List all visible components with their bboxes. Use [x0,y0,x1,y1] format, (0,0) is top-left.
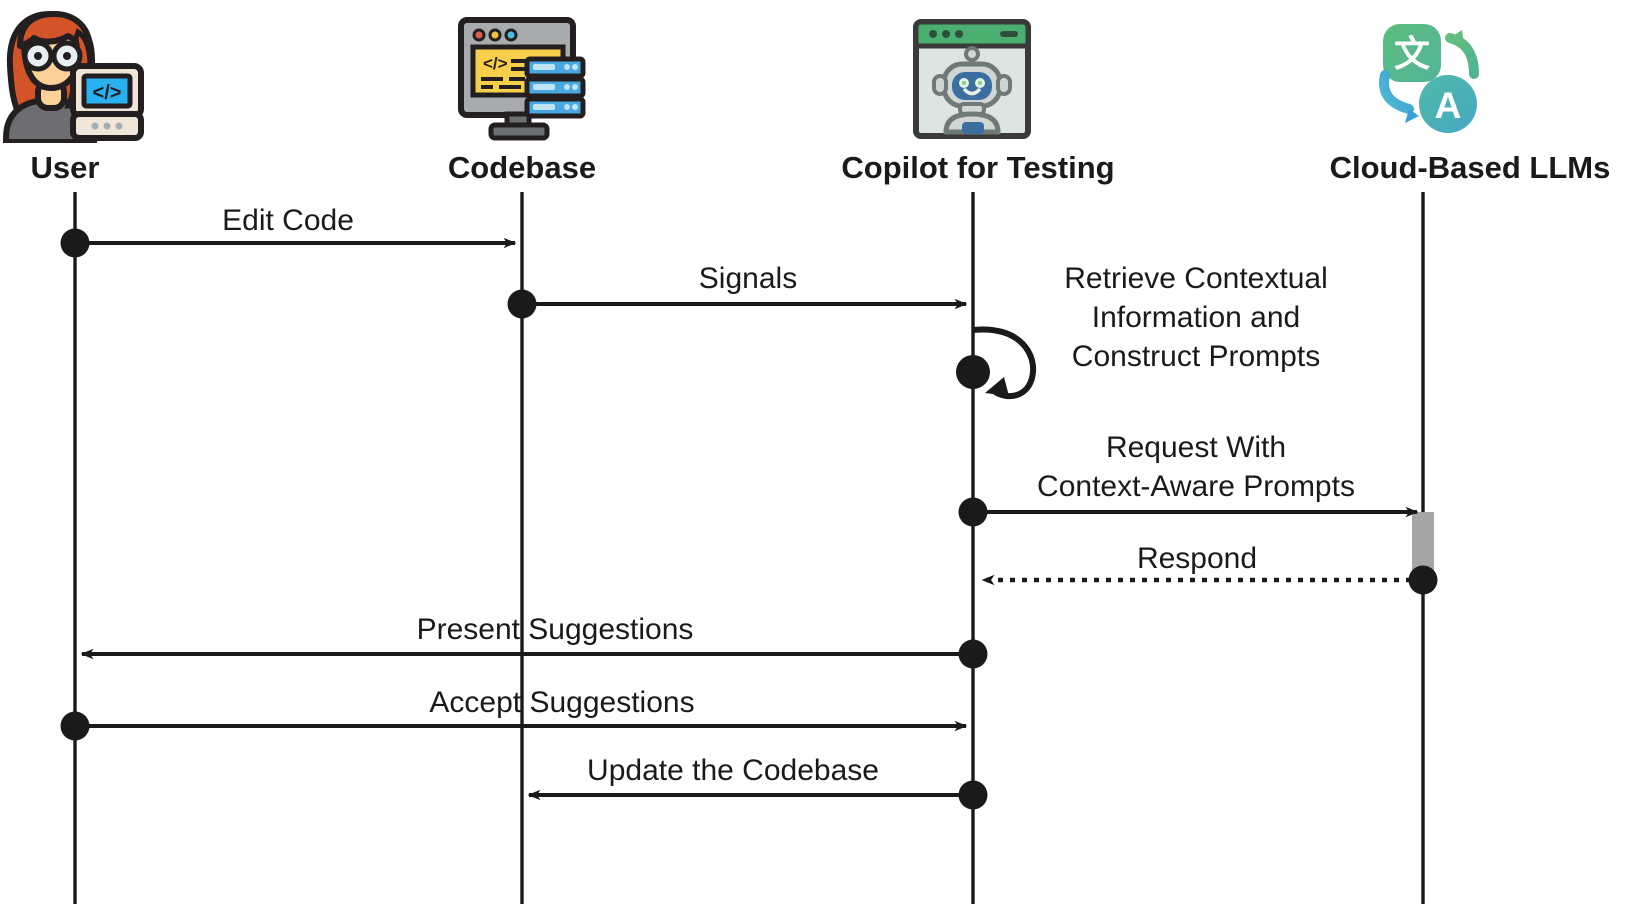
message-label-request-prompts-line2: Context-Aware Prompts [1037,470,1355,503]
svg-text:文: 文 [1394,34,1430,75]
message-label-present-suggestions: Present Suggestions [417,613,694,646]
message-origin-dot [958,497,988,527]
message-origin-dot [507,289,537,319]
developer-avatar-icon: </> [0,8,150,145]
participant-label-copilot: Copilot for Testing [841,150,1114,185]
message-origin-dot [958,780,988,810]
activation-bar-llms [1412,512,1434,582]
robot-browser-icon [912,18,1032,140]
svg-text:A: A [1435,85,1462,126]
translate-cycle-icon: 文 A [1355,12,1487,142]
participant-label-codebase: Codebase [448,150,596,185]
message-label-retrieve-context-line2: Information and [1092,301,1300,334]
message-origin-dot [60,228,90,258]
svg-text:</>: </> [483,54,508,73]
message-label-accept-suggestions: Accept Suggestions [429,686,694,719]
participant-label-llms: Cloud-Based LLMs [1330,150,1611,185]
code-monitor-server-icon: </> [455,15,590,143]
message-label-retrieve-context-line3: Construct Prompts [1072,340,1320,373]
message-origin-dot [956,355,990,389]
self-loop-arrowhead-icon [985,377,1009,396]
message-self-loop-retrieve-context [972,326,1037,400]
message-label-edit-code: Edit Code [222,204,354,237]
participant-label-user: User [31,150,100,185]
message-label-signals: Signals [699,262,797,295]
message-label-retrieve-context-line1: Retrieve Contextual [1064,262,1327,295]
message-label-respond: Respond [1137,542,1257,575]
message-origin-dot [60,711,90,741]
message-origin-dot [958,639,988,669]
svg-text:</>: </> [93,82,122,104]
message-label-request-prompts-line1: Request With [1106,431,1286,464]
message-origin-dot [1408,565,1438,595]
message-label-update-codebase: Update the Codebase [587,754,879,787]
